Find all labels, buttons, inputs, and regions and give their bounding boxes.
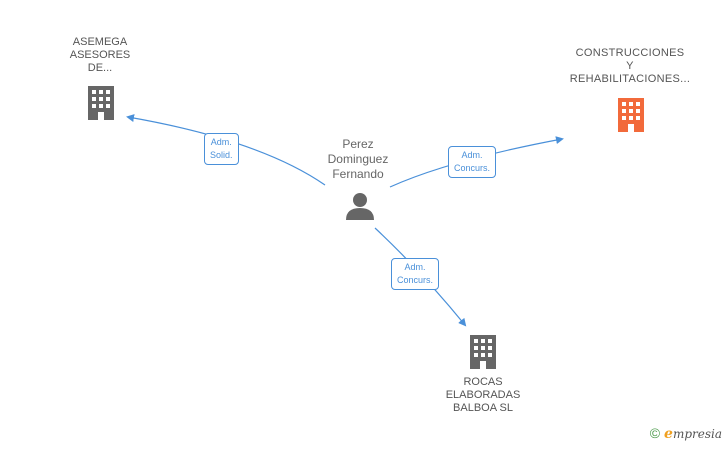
edge-label-line: Concurs. [397,275,434,285]
company-asemega-label[interactable]: ASEMEGA ASESORES DE... [55,36,145,75]
company-label-line: ASESORES [69,49,131,61]
edge-label-line: Adm. [461,150,483,160]
edge-label-adm-concurs-construcciones: Adm. Concurs. [448,146,497,178]
person-icon[interactable] [345,192,375,220]
company-label-line: BALBOA SL [453,402,513,414]
copyright-symbol: © [649,425,661,441]
company-rocas-label[interactable]: ROCAS ELABORADAS BALBOA SL [433,376,533,415]
person-name[interactable]: Perez Dominguez Fernando [317,137,399,182]
edge-line-to-asemega [126,114,326,186]
brand-footer: ©empresia [650,425,722,442]
person-name-line: Dominguez [327,152,389,166]
company-label-line: DE... [87,62,113,74]
brand-logo: empresia [664,426,722,442]
building-icon[interactable] [616,98,646,132]
edge-label-line: Solid. [210,150,233,160]
edge-label-line: Concurs. [454,163,491,173]
brand-logo-text: mpresia [672,427,722,441]
company-label-line: ELABORADAS [445,389,521,401]
company-label-line: ASEMEGA [72,36,128,48]
building-icon[interactable] [86,86,116,120]
company-construcciones-label[interactable]: CONSTRUCCIONES Y REHABILITACIONES... [560,47,700,86]
edge-label-adm-solid: Adm. Solid. [204,133,239,165]
company-label-line: Y [626,60,634,72]
edge-label-adm-concurs-rocas: Adm. Concurs. [391,258,440,290]
person-name-line: Perez [342,137,374,151]
building-icon[interactable] [468,335,498,369]
brand-logo-initial: e [664,426,673,442]
edge-label-line: Adm. [404,262,426,272]
edge-label-line: Adm. [210,137,232,147]
company-label-line: REHABILITACIONES... [569,73,691,85]
company-label-line: CONSTRUCCIONES [575,47,685,59]
company-label-line: ROCAS [463,376,503,388]
person-name-line: Fernando [332,167,384,181]
